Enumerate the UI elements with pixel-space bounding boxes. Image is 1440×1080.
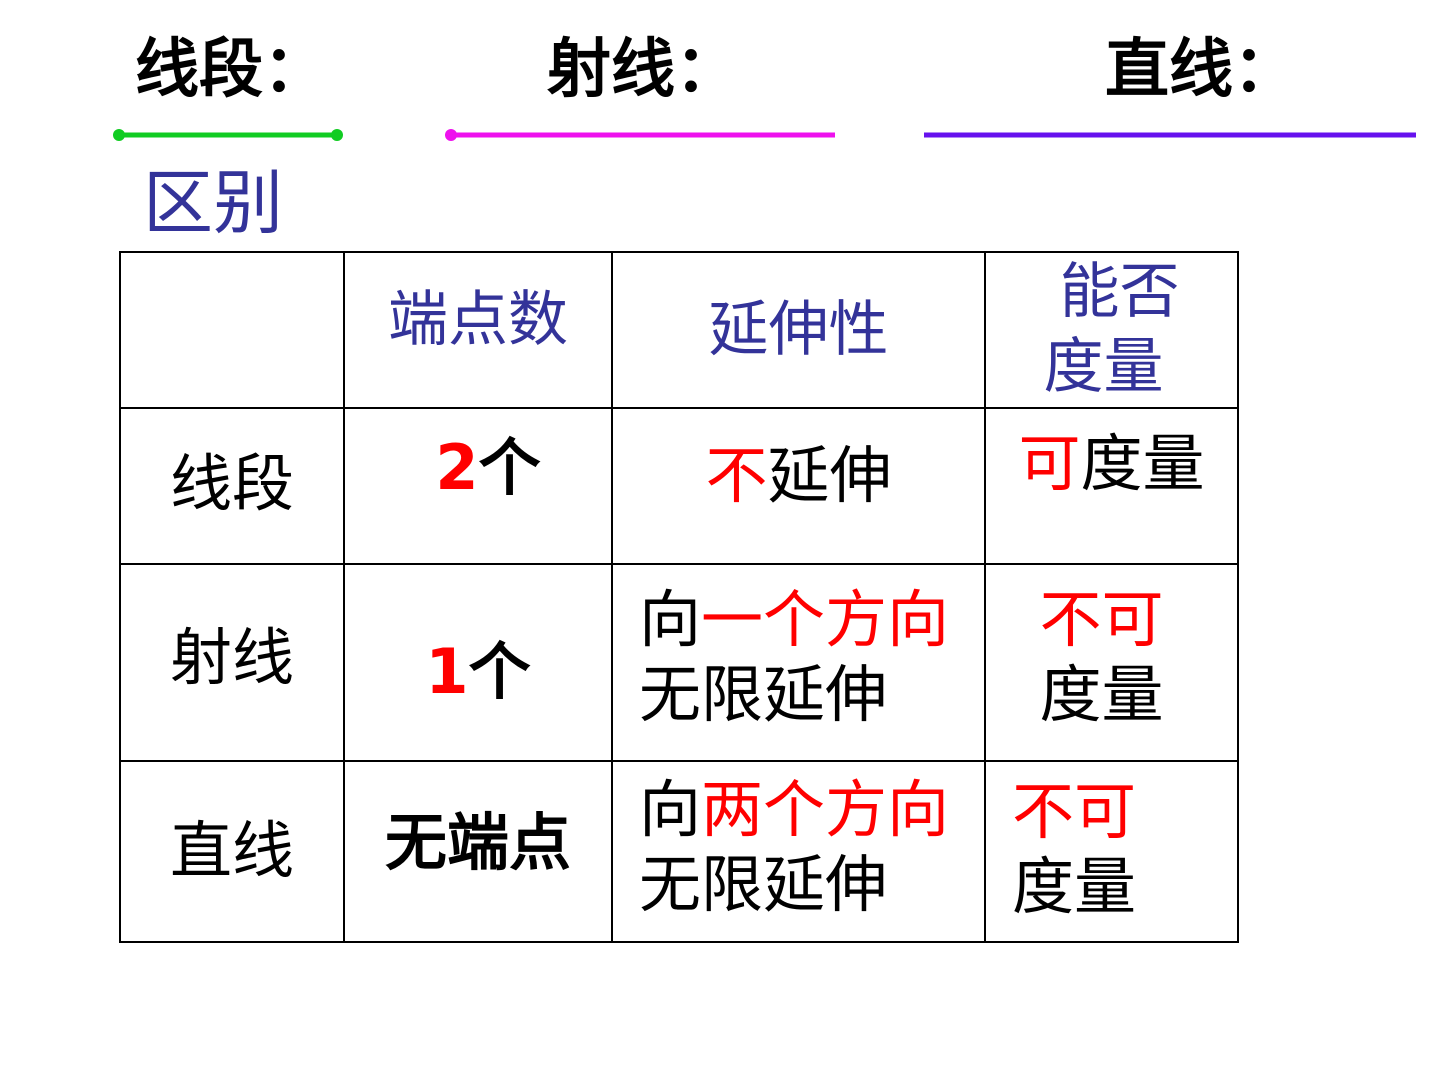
header-measurable-cell: 能否 度量 [984, 251, 1239, 409]
header-measurable-line1: 能否 [1059, 257, 1180, 327]
header-measurable-line2: 度量 [1043, 332, 1164, 402]
section-title: 区别 [143, 162, 283, 244]
header-endpoints-cell: 端点数 [343, 251, 613, 409]
segment-measure-cell: 可度量 [984, 407, 1239, 565]
table-header-row: 端点数 延伸性 能否 度量 [119, 251, 1239, 409]
header-extension: 延伸性 [708, 295, 889, 365]
header-blank-cell [119, 251, 345, 409]
line-heading: 直线： [1105, 33, 1297, 107]
segment-extension-emphasis: 不 [705, 438, 768, 512]
ray-extension-emphasis: 一个方向 [701, 583, 950, 657]
segment-endpoint-right [331, 129, 343, 141]
line-endpoint-text: 无端点 [384, 806, 571, 880]
line-endpoints-cell: 无端点 [343, 760, 613, 943]
row-label-cell: 射线 [119, 563, 345, 762]
ray-endpoint-unit: 个 [468, 635, 531, 709]
row-label-cell: 线段 [119, 407, 345, 565]
ray-endpoint [445, 129, 457, 141]
segment-endpoint-unit: 个 [478, 430, 541, 504]
table-row-segment: 线段 2个 不延伸 可度量 [119, 407, 1239, 565]
ray-measure-line2: 度量 [1039, 657, 1164, 731]
row-label-segment: 线段 [169, 446, 294, 520]
ray-endpoints-cell: 1个 [343, 563, 613, 762]
table-row-ray: 射线 1个 向一个方向 无限延伸 不可 度量 [119, 563, 1239, 762]
segment-extension-cell: 不延伸 [611, 407, 986, 565]
line-extension-prefix: 向 [639, 773, 702, 847]
line-extension-line2: 无限延伸 [639, 847, 888, 921]
segment-measure-text: 度量 [1080, 426, 1205, 500]
table-row-line: 直线 无端点 向两个方向 无限延伸 不可 度量 [119, 760, 1239, 943]
row-label-ray: 射线 [169, 621, 294, 695]
comparison-table: 端点数 延伸性 能否 度量 线段 2个 不延伸 可度量 [119, 251, 1239, 943]
segment-endpoint-left [113, 129, 125, 141]
header-endpoints: 端点数 [388, 285, 568, 355]
ray-extension-prefix: 向 [639, 583, 702, 657]
line-extension-emphasis: 两个方向 [701, 773, 950, 847]
line-extension-cell: 向两个方向 无限延伸 [611, 760, 986, 943]
row-label-line: 直线 [169, 814, 294, 888]
ray-extension-cell: 向一个方向 无限延伸 [611, 563, 986, 762]
line-measure-cell: 不可 度量 [984, 760, 1239, 943]
segment-endpoint-count: 2 [435, 430, 479, 504]
segment-measure-emphasis: 可 [1018, 426, 1081, 500]
segment-extension-text: 延伸 [767, 438, 892, 512]
segment-endpoints-cell: 2个 [343, 407, 613, 565]
line-illustrations [113, 129, 1416, 141]
line-measure-emphasis: 不可 [1012, 775, 1137, 849]
header-extension-cell: 延伸性 [611, 251, 986, 409]
ray-extension-line2: 无限延伸 [639, 657, 888, 731]
row-label-cell: 直线 [119, 760, 345, 943]
line-measure-line2: 度量 [1012, 849, 1137, 923]
ray-measure-emphasis: 不可 [1039, 583, 1164, 657]
ray-measure-cell: 不可 度量 [984, 563, 1239, 762]
segment-heading: 线段： [135, 33, 327, 107]
ray-heading: 射线： [547, 33, 739, 107]
ray-endpoint-count: 1 [425, 635, 469, 709]
